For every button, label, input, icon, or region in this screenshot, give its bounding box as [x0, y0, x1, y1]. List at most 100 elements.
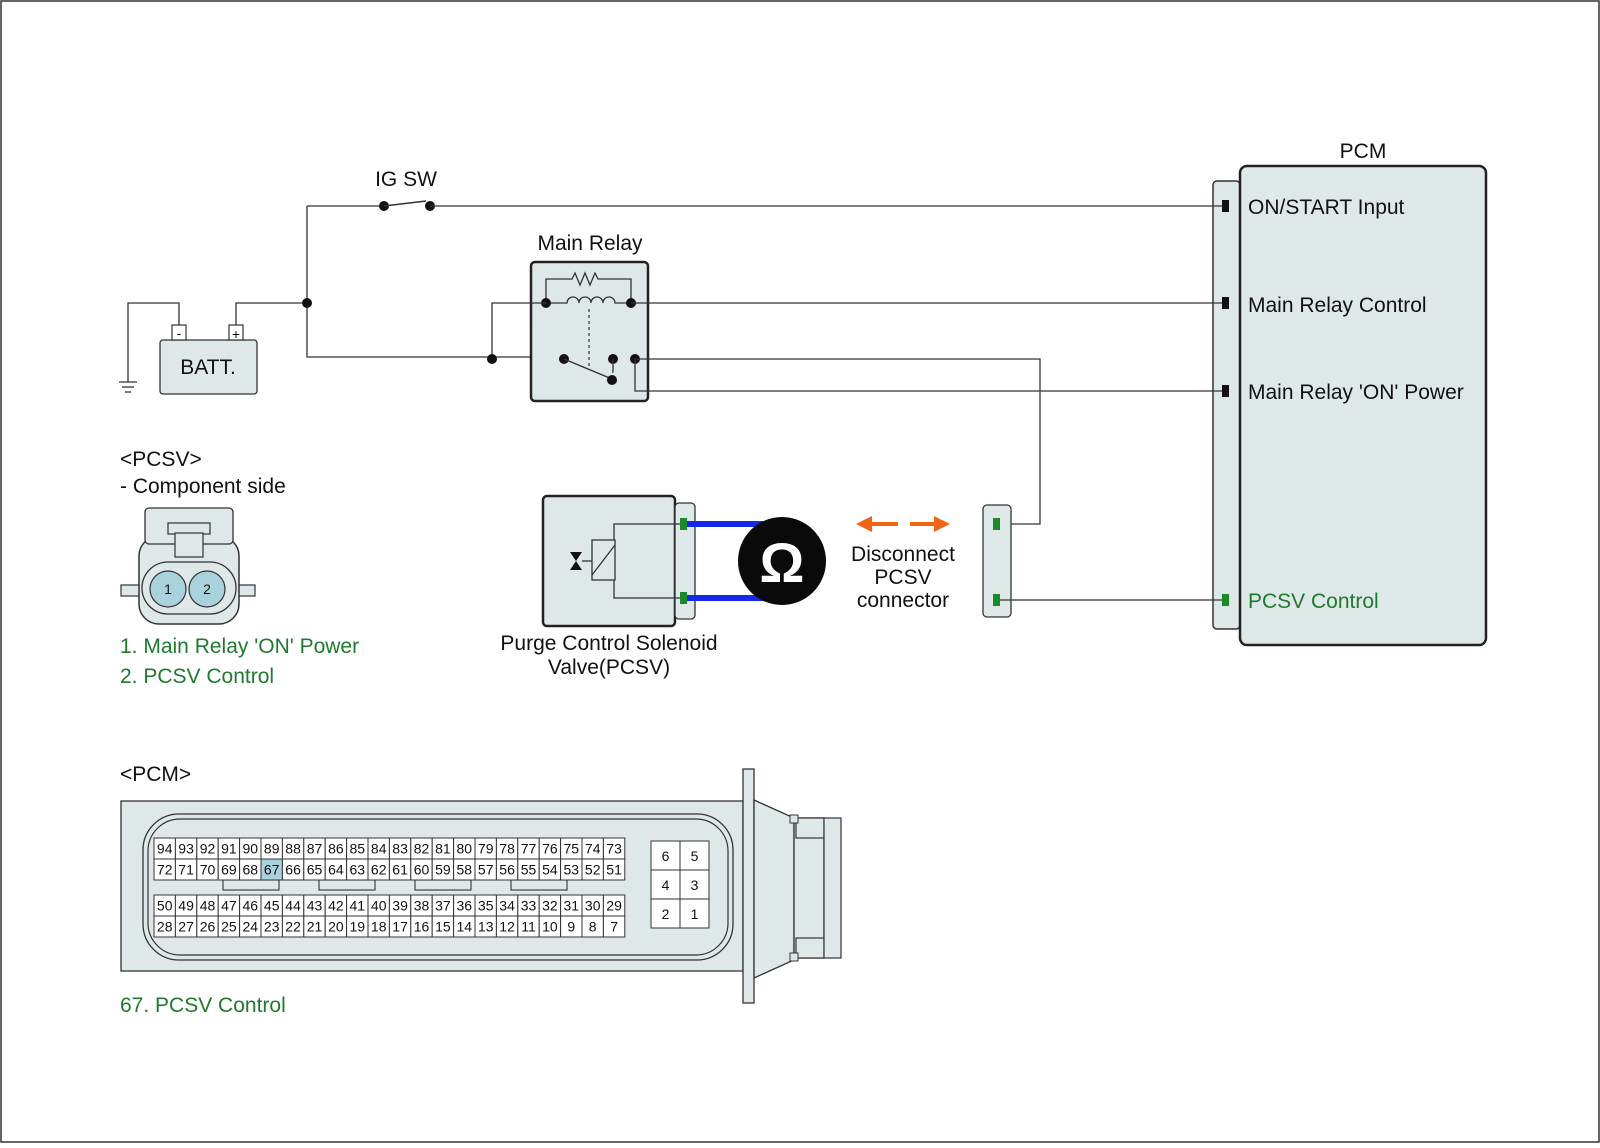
pcm-pin-cell [602, 858, 626, 881]
pcm-pin-label: 2 [662, 906, 670, 922]
pcsv-valve-label-line1: Purge Control Solenoid [500, 632, 717, 655]
pcm-pin-label: 28 [157, 919, 173, 935]
disconnect-label-line2: PCSV [874, 566, 931, 589]
pcm-pin-label: 7 [610, 919, 618, 935]
pcm-pin-label: 20 [328, 919, 344, 935]
pcm-pin-label: 56 [499, 862, 515, 878]
pcm-pin-label: 58 [457, 862, 473, 878]
disconnect-label-line1: Disconnect [851, 543, 955, 566]
pcm-pin-label: 59 [435, 862, 451, 878]
pcm-pin-label: 75 [564, 841, 580, 857]
pcm-pin-label: 12 [499, 919, 515, 935]
pcm-pin-label: 85 [350, 841, 366, 857]
pcm-title: PCM [1340, 140, 1387, 163]
pcm-pin-label: 68 [243, 862, 259, 878]
pcm-pin-label: 90 [243, 841, 259, 857]
pcm-pin-label: 1 [691, 906, 699, 922]
pcm-pin-label: 87 [307, 841, 323, 857]
pcm-pin-label: 79 [478, 841, 494, 857]
pcsv-connector-face: 1 2 [120, 507, 256, 625]
pcm-terminal-pcsv-control [1222, 594, 1229, 606]
pcm-pin-label: 92 [200, 841, 216, 857]
disconnect-label-line3: connector [857, 589, 949, 612]
pcm-pin-label: 71 [178, 862, 194, 878]
junction-dot [302, 298, 312, 308]
pcm-pin-label: 61 [392, 862, 408, 878]
pcsv-valve-label-line2: Valve(PCSV) [548, 656, 670, 679]
pcm-input-label-main-relay-on-power: Main Relay 'ON' Power [1248, 381, 1464, 404]
main-relay-label: Main Relay [537, 232, 643, 255]
battery: - + BATT. [159, 324, 258, 395]
pcm-pin-label: 63 [350, 862, 366, 878]
ohm-symbol: Ω [760, 531, 805, 594]
pcm-pin-label: 8 [589, 919, 597, 935]
pcm-pin-label: 31 [564, 898, 580, 914]
pcm-pin-label: 62 [371, 862, 387, 878]
pcm-pin-label: 47 [221, 898, 237, 914]
pcm-pin-label: 52 [585, 862, 601, 878]
pcm-pin-label: 25 [221, 919, 237, 935]
pcm-pin-label: 44 [285, 898, 301, 914]
pcm-pin-label: 72 [157, 862, 173, 878]
pcm-pin-label: 48 [200, 898, 216, 914]
pcsv-valve [541, 494, 696, 628]
pcm-pin-label: 29 [606, 898, 622, 914]
pcm-pin-label: 39 [392, 898, 408, 914]
pcm-pin-label: 49 [178, 898, 194, 914]
pcm-pin-cell [679, 898, 710, 929]
pcm-pin-label: 5 [691, 848, 699, 864]
pcsv-pin2-note: 2. PCSV Control [120, 665, 274, 688]
pcm-pin-label: 17 [392, 919, 408, 935]
pcm-pin-label: 86 [328, 841, 344, 857]
pcm-pin-label: 67 [264, 862, 280, 878]
pcm-pin-label: 18 [371, 919, 387, 935]
pcm-input-label-pcsv-control: PCSV Control [1248, 590, 1379, 613]
pcm-pin-label: 4 [662, 877, 670, 893]
pcm-pin-label: 88 [285, 841, 301, 857]
pcm-pin-label: 15 [435, 919, 451, 935]
pcm-pin-label: 57 [478, 862, 494, 878]
pcm-pin-label: 83 [392, 841, 408, 857]
pcm-pin-label: 14 [457, 919, 473, 935]
pcsv-harness-connector [982, 504, 1012, 618]
pcm-pin-label: 76 [542, 841, 558, 857]
battery-minus-sign: - [177, 325, 182, 341]
ground-icon [119, 302, 180, 393]
pcm-pin-label: 11 [521, 919, 536, 935]
pcm-pin-label: 73 [606, 841, 622, 857]
pcm-pin-label: 66 [285, 862, 301, 878]
main-relay: Main Relay [529, 232, 650, 403]
pcsv-pin-1-label: 1 [164, 581, 172, 597]
pcm-pin-label: 53 [564, 862, 580, 878]
pcm-pin-label: 22 [285, 919, 301, 935]
pcm-pin-label: 60 [414, 862, 430, 878]
pcm-pin-label: 78 [499, 841, 515, 857]
pcm-pin67-note: 67. PCSV Control [120, 994, 286, 1017]
pcm-pin-label: 43 [307, 898, 323, 914]
ig-switch: IG SW [307, 168, 1222, 211]
pcm-pin-label: 10 [542, 919, 558, 935]
pcm-pin-cell [602, 915, 626, 938]
pcm-terminal-main-relay-control [1222, 297, 1229, 309]
pcsv-pin1-note: 1. Main Relay 'ON' Power [120, 635, 359, 658]
pcm-module-body [1238, 164, 1488, 647]
pcm-pin-label: 38 [414, 898, 430, 914]
pcm-pin-label: 65 [307, 862, 323, 878]
pcsv-section-title: <PCSV> [120, 448, 202, 471]
pcm-pin-label: 35 [478, 898, 494, 914]
pcm-pin-label: 89 [264, 841, 280, 857]
pcm-pin-label: 94 [157, 841, 173, 857]
pcm-pin-label: 32 [542, 898, 558, 914]
pcm-pin-label: 34 [499, 898, 515, 914]
pcm-pin-label: 24 [243, 919, 259, 935]
component-side-label: - Component side [120, 475, 286, 498]
pcm-pin-label: 93 [178, 841, 194, 857]
pcm-pin-cell [650, 840, 681, 871]
pcm-pin-label: 26 [200, 919, 216, 935]
pcm-pin-label: 54 [542, 862, 558, 878]
pcm-pin-label: 69 [221, 862, 237, 878]
